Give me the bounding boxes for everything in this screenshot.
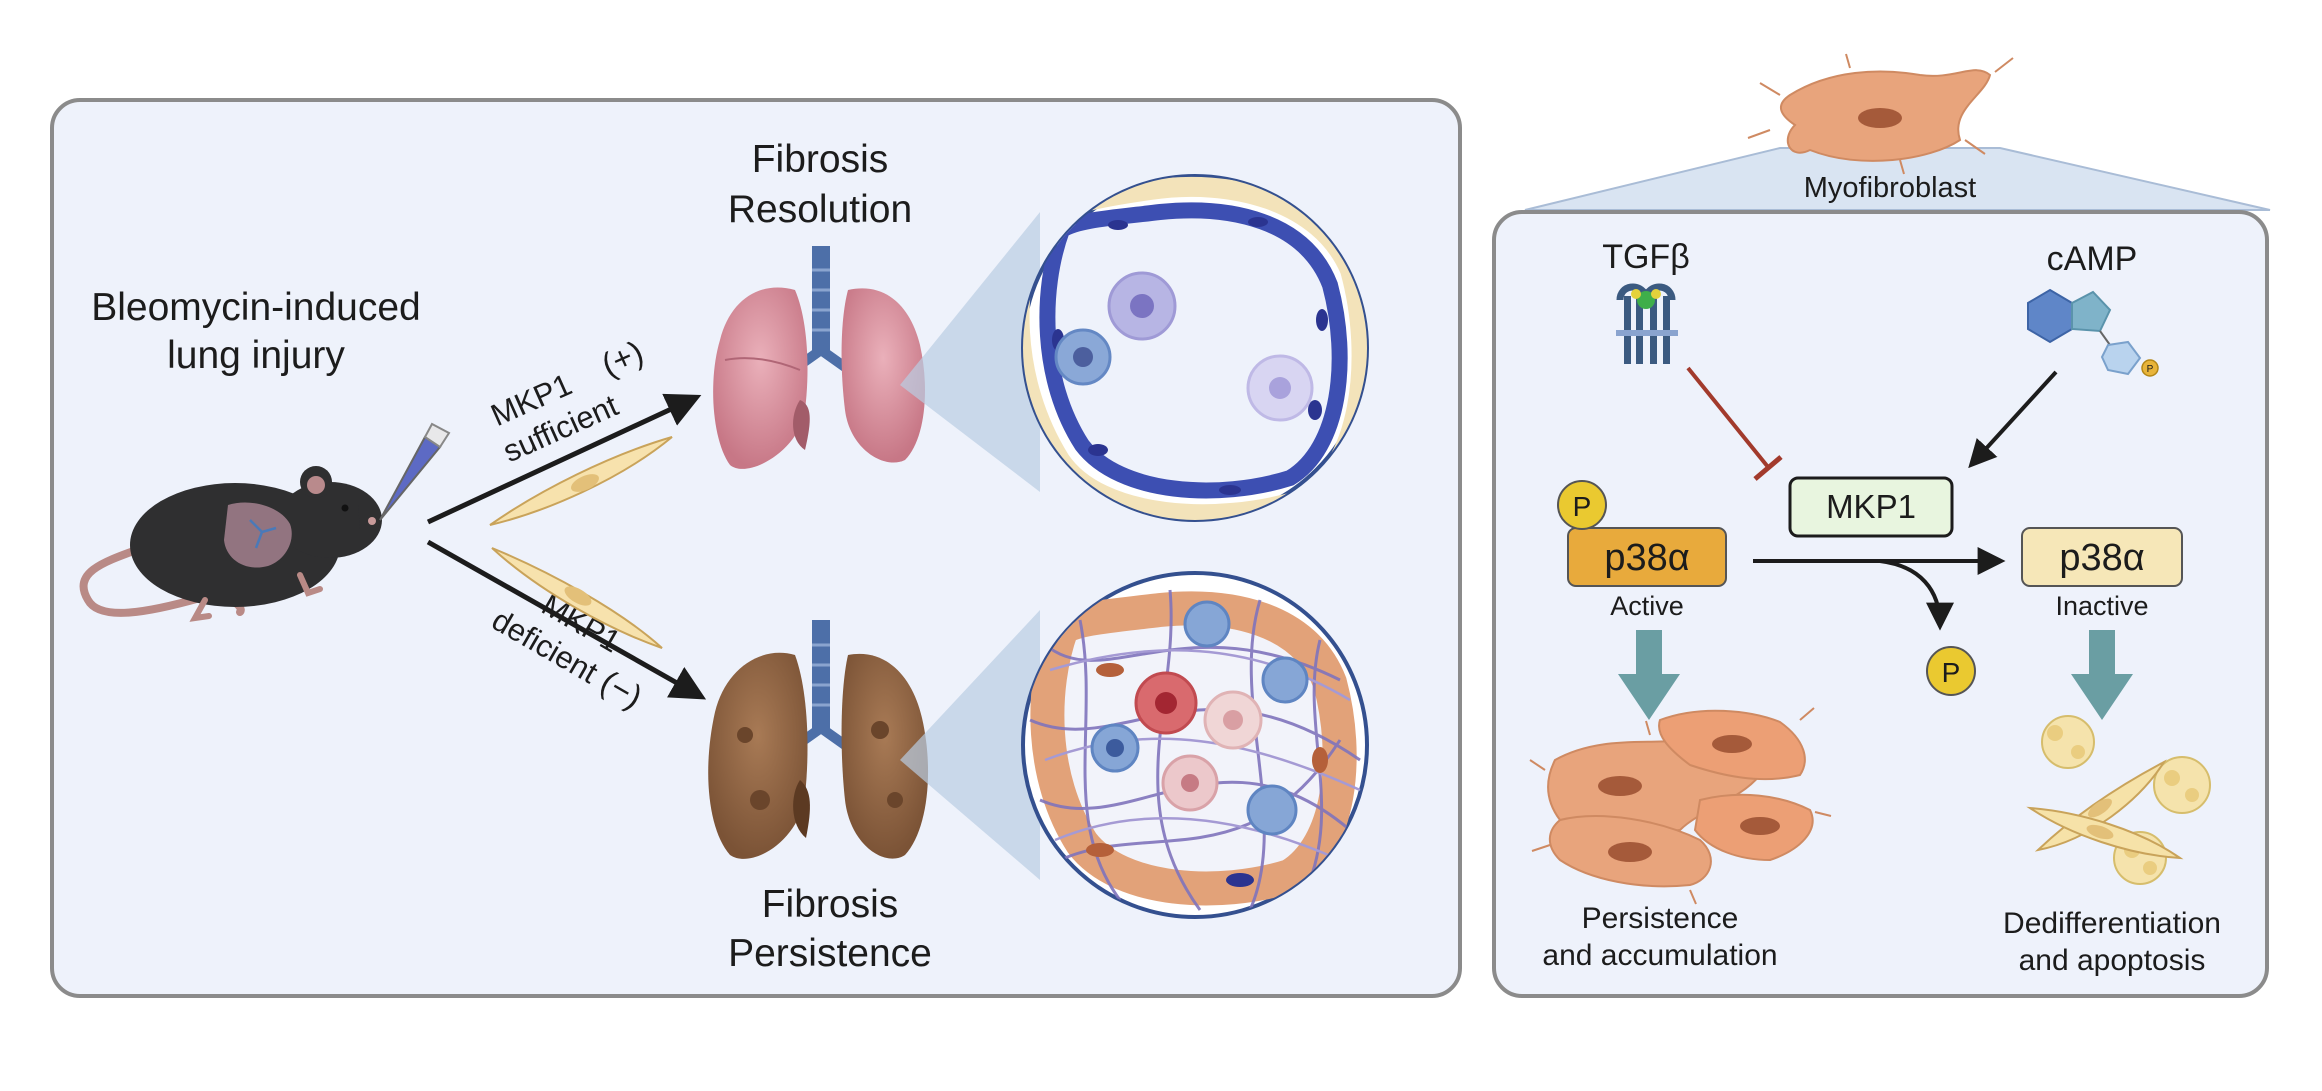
right-outcome-line2: and apoptosis bbox=[2019, 944, 2206, 977]
camp-label: cAMP bbox=[2047, 240, 2138, 278]
p38-active-label: p38α bbox=[1604, 537, 1689, 579]
released-phosphate-badge: P bbox=[1926, 646, 1976, 696]
mkp1-label: MKP1 bbox=[1826, 488, 1916, 525]
injury-label-line2: lung injury bbox=[167, 334, 345, 377]
active-state-label: Active bbox=[1610, 591, 1684, 621]
camp-molecule-icon: P bbox=[2027, 288, 2159, 377]
resolution-heading-line2: Resolution bbox=[728, 188, 912, 231]
p38-phospho-label: P bbox=[1573, 491, 1592, 522]
lower-branch-arrow bbox=[426, 539, 707, 700]
inactive-downstream-arrow bbox=[2071, 630, 2133, 720]
instillation-tube bbox=[379, 422, 451, 521]
p38-inactive-box: p38α bbox=[2021, 527, 2183, 587]
left-outcome-line2: and accumulation bbox=[1542, 939, 1777, 972]
zoom-cone-bottom bbox=[900, 610, 1040, 880]
mkp1-box: MKP1 bbox=[1788, 476, 1954, 538]
phosphate-release-arrow bbox=[1879, 559, 1954, 631]
persistence-heading-line2: Persistence bbox=[728, 932, 932, 975]
alveolus-healthy-inset bbox=[1021, 174, 1369, 522]
upper-branch-arrow bbox=[426, 393, 702, 525]
camp-phospho-glyph: P bbox=[2147, 364, 2154, 375]
p38-phospho-badge: P bbox=[1557, 480, 1607, 530]
myofibroblast-cell-illustration bbox=[1747, 53, 2014, 175]
myofibroblast-cluster-illustration bbox=[1529, 707, 1832, 905]
tgfb-label: TGFβ bbox=[1602, 238, 1690, 276]
apoptotic-cells-illustration bbox=[2026, 715, 2211, 885]
mouse-illustration bbox=[79, 466, 382, 622]
fibroblast-upper bbox=[489, 436, 673, 526]
injury-label-line1: Bleomycin-induced bbox=[91, 286, 421, 329]
persistence-heading-line1: Fibrosis bbox=[762, 883, 899, 926]
zoom-cone-top bbox=[900, 212, 1040, 492]
p38-inactive-label: p38α bbox=[2059, 537, 2144, 579]
camp-activates-mkp1-arrow bbox=[1968, 370, 2058, 469]
healthy-lung-illustration bbox=[713, 246, 925, 469]
released-phosphate-label: P bbox=[1942, 657, 1961, 688]
myofibroblast-label: Myofibroblast bbox=[1804, 172, 1976, 204]
tgfb-inhibits-mkp1-line bbox=[1686, 366, 1770, 469]
resolution-heading-line1: Fibrosis bbox=[752, 138, 889, 181]
p38-active-box: p38α bbox=[1567, 527, 1727, 587]
left-outcome-line1: Persistence bbox=[1582, 902, 1739, 935]
active-downstream-arrow bbox=[1618, 630, 1680, 720]
fibroblast-lower bbox=[491, 547, 663, 649]
alveolus-fibrotic-inset bbox=[1021, 571, 1369, 919]
fibrotic-lung-illustration bbox=[708, 620, 929, 859]
inactive-state-label: Inactive bbox=[2055, 591, 2148, 621]
inhibition-bar bbox=[1753, 455, 1783, 481]
tgfb-receptor-icon bbox=[1616, 283, 1678, 364]
right-outcome-line1: Dedifferentiation bbox=[2003, 907, 2221, 940]
